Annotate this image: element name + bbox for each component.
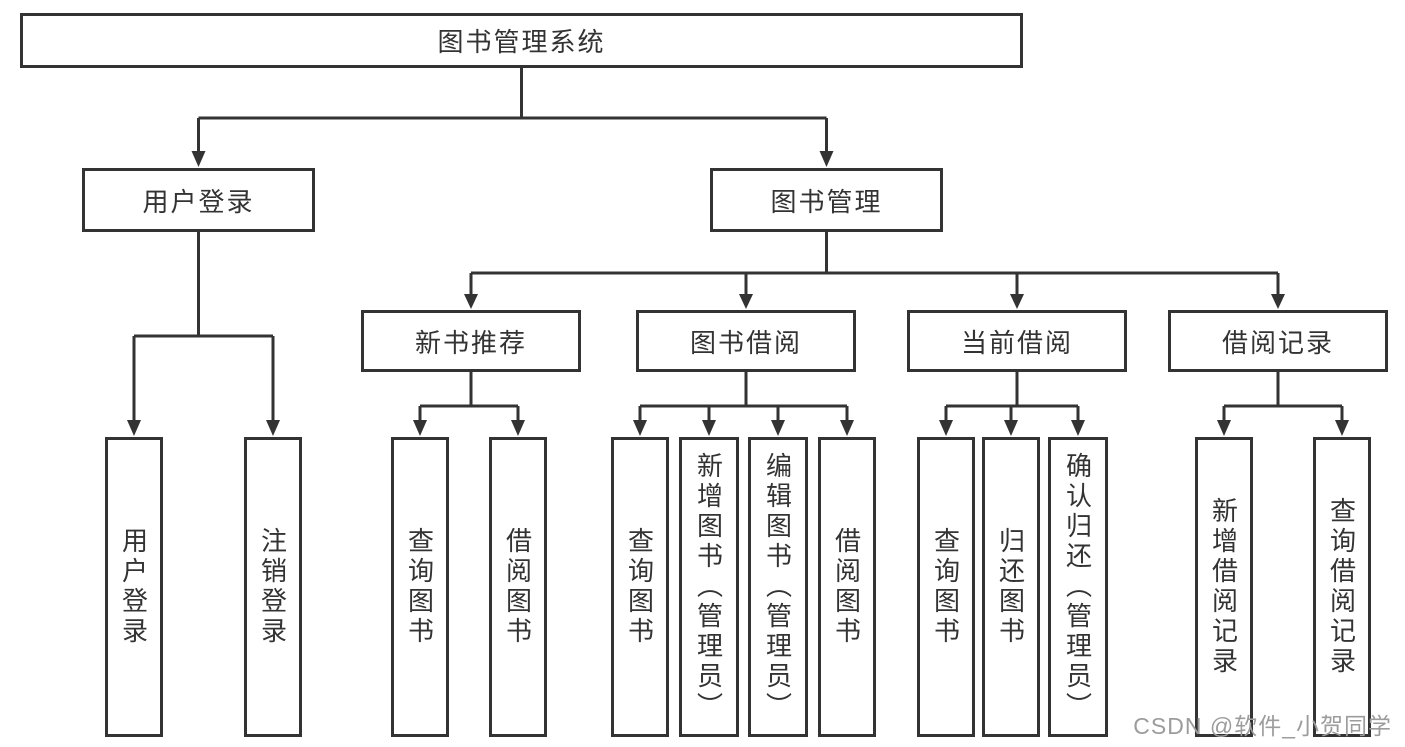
leaf-label: 借阅图书 [831, 527, 862, 647]
leaf-label: 新增借阅记录 [1208, 497, 1239, 677]
node-root-library-system: 图书管理系统 [20, 13, 1023, 68]
node-book-borrow: 图书借阅 [636, 310, 856, 372]
leaf-label: 借阅图书 [502, 527, 533, 647]
leaf-recommend-query-books: 查询图书 [391, 437, 449, 737]
leaf-current-query-books: 查询图书 [917, 437, 975, 737]
node-label: 当前借阅 [960, 327, 1073, 358]
leaf-label: 查询图书 [404, 527, 435, 647]
leaf-label: 归还图书 [995, 527, 1026, 647]
edges-borrow-records [1222, 372, 1344, 422]
leaf-recommend-borrow-books: 借阅图书 [489, 437, 547, 737]
node-user-login: 用户登录 [82, 168, 315, 232]
node-label: 图书管理 [770, 186, 883, 217]
leaf-query-borrow-record: 查询借阅记录 [1313, 437, 1371, 737]
leaf-confirm-return-admin: 确认归还（管理员） [1048, 437, 1108, 737]
edges-user-login [132, 232, 275, 422]
leaf-return-books: 归还图书 [982, 437, 1040, 737]
node-label: 借阅记录 [1221, 327, 1334, 358]
arrowheads [127, 151, 1349, 436]
node-label: 用户登录 [142, 186, 255, 217]
node-borrow-records: 借阅记录 [1168, 310, 1388, 372]
leaf-label: 注销登录 [257, 527, 288, 647]
leaf-label: 新增图书（管理员） [693, 452, 724, 722]
edges-book-borrow [638, 372, 849, 422]
node-new-book-recommend: 新书推荐 [361, 310, 581, 372]
leaf-label: 查询图书 [624, 527, 655, 647]
node-current-borrow: 当前借阅 [907, 310, 1127, 372]
leaf-add-borrow-record: 新增借阅记录 [1195, 437, 1253, 737]
leaf-edit-books-admin: 编辑图书（管理员） [748, 437, 808, 737]
leaf-label: 查询借阅记录 [1326, 497, 1357, 677]
leaf-borrow-query-books: 查询图书 [611, 437, 669, 737]
csdn-watermark: CSDN @软件_小贺同学 [1133, 713, 1392, 739]
leaf-label: 编辑图书（管理员） [762, 452, 793, 722]
leaf-user-login: 用户登录 [105, 437, 163, 737]
leaf-add-books-admin: 新增图书（管理员） [679, 437, 739, 737]
leaf-label: 确认归还（管理员） [1062, 452, 1093, 722]
edges-root [197, 68, 828, 153]
leaf-borrow-borrow-books: 借阅图书 [818, 437, 876, 737]
edges-current-borrow [944, 372, 1080, 422]
leaf-label: 查询图书 [930, 527, 961, 647]
node-label: 新书推荐 [414, 327, 527, 358]
node-label: 图书借阅 [689, 327, 802, 358]
node-label: 图书管理系统 [437, 27, 606, 57]
leaf-logout: 注销登录 [244, 437, 302, 737]
edges-book-management [469, 232, 1280, 296]
edges-new-book-recommend [418, 372, 520, 422]
node-book-management: 图书管理 [710, 168, 943, 232]
leaf-label: 用户登录 [118, 527, 149, 647]
